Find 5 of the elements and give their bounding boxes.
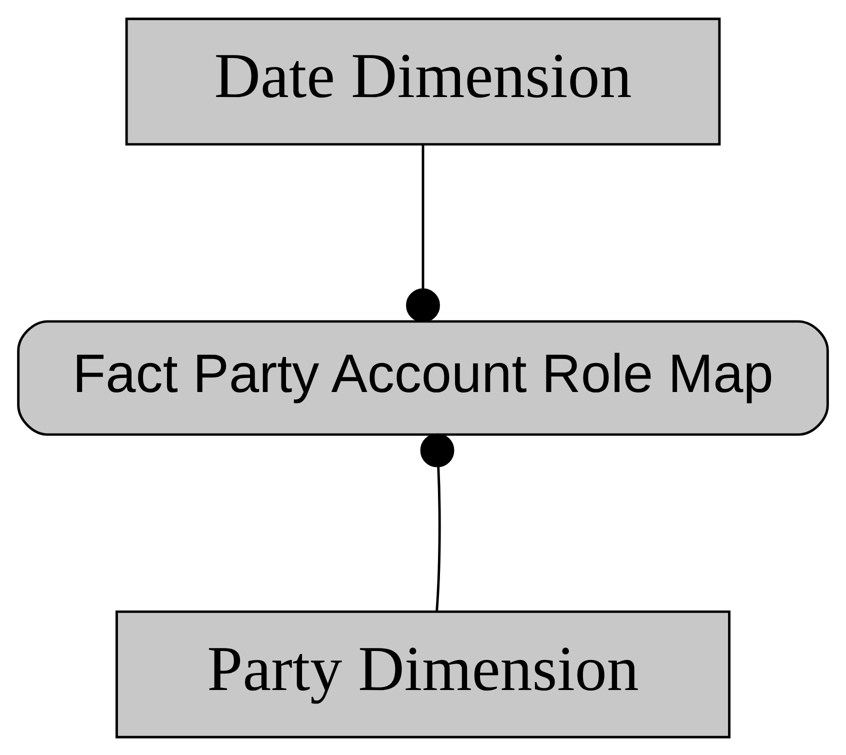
connector xyxy=(420,432,454,611)
node-box: Date Dimension xyxy=(125,17,721,146)
connector xyxy=(406,144,440,322)
node-box: Fact Party Account Role Map xyxy=(17,320,829,436)
node-box: Party Dimension xyxy=(116,610,730,738)
